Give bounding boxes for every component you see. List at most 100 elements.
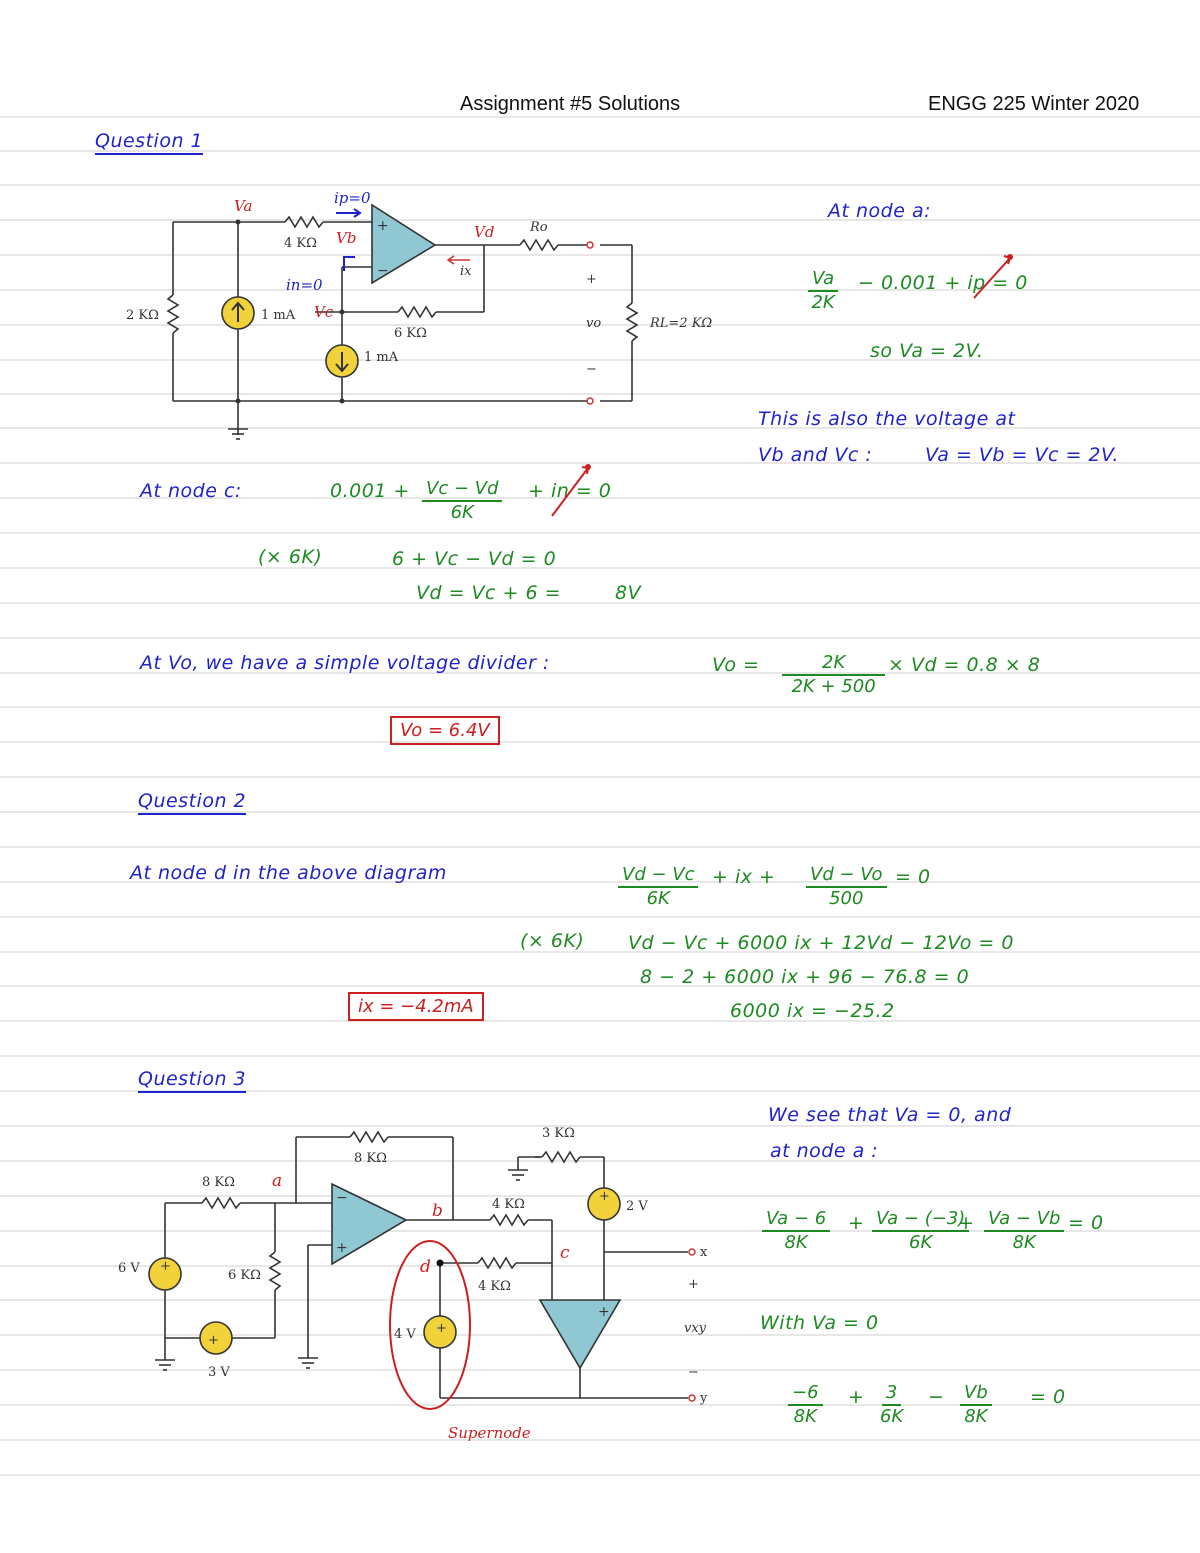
q3-v2-label: 2 V [626, 1199, 648, 1214]
q3-fraction-2: Va − (−3) 6K [872, 1208, 970, 1253]
frac-den: 8K [784, 1232, 808, 1253]
vxy-minus: − [688, 1365, 699, 1380]
ro-label: Ro [529, 220, 548, 235]
q3-fraction-3: Va − Vb 8K [984, 1208, 1065, 1253]
q3-with: With Va = 0 [760, 1312, 879, 1334]
q1-eq-c3: Vd = Vc + 6 = [416, 582, 562, 604]
node-b-label: b [432, 1201, 443, 1221]
q3-r4k-d-label: 4 KΩ [478, 1279, 511, 1294]
q1-vo-lead: Vo = [712, 654, 760, 676]
resistor-6k-label: 6 KΩ [394, 326, 427, 341]
q1-mult-6k: (× 6K) [258, 546, 323, 568]
frac-num: Vd − Vc [618, 864, 699, 888]
q1-answer-box: Vo = 6.4V [390, 716, 500, 745]
q1-so-va: so Va = 2V. [870, 340, 984, 362]
q3-r4k-b-label: 4 KΩ [492, 1197, 525, 1212]
opamp-plus: + [377, 218, 389, 234]
node-a-label: a [272, 1171, 282, 1191]
frac-num: 2K [782, 652, 886, 676]
v3-plus: + [208, 1333, 219, 1348]
frac-num: Va [808, 268, 839, 292]
q3-v3-label: 3 V [208, 1365, 230, 1380]
frac-den: 8K [793, 1406, 817, 1427]
q1-also-line3: Va = Vb = Vc = 2V. [925, 444, 1119, 466]
frac-den: 2K [811, 292, 835, 313]
vxy-plus: + [688, 1277, 699, 1292]
q1-node-c-fraction: Vc − Vd 6K [422, 478, 503, 523]
v2-plus: + [599, 1189, 610, 1204]
q1-eq-c2: 6 + Vc − Vd = 0 [392, 548, 557, 570]
frac-den: 2K + 500 [791, 676, 876, 697]
header-course: ENGG 225 Winter 2020 [928, 93, 1140, 115]
q1-vo-rest: × Vd = 0.8 × 8 [888, 654, 1041, 676]
frac-den: 6K [880, 1406, 904, 1427]
supernode-label: Supernode [448, 1424, 531, 1442]
in-label: in=0 [286, 276, 323, 294]
vxy-label: vxy [684, 1321, 707, 1336]
q3-g-eq-zero: = 0 [1030, 1386, 1066, 1408]
q2-eq3: 8 − 2 + 6000 ix + 96 − 76.8 = 0 [640, 966, 970, 988]
q1-circuit-diagram: + − 4 KΩ 2 KΩ 6 KΩ 1 mA 1 mA Ro ix + vo … [126, 189, 712, 440]
v6-plus: + [160, 1259, 171, 1274]
opamp2-plus: + [598, 1304, 610, 1320]
node-c-label: c [560, 1243, 570, 1263]
q1-vo-fraction: 2K 2K + 500 [782, 652, 886, 697]
frac-den: 8K [1012, 1232, 1036, 1253]
q3-r8k-label: 8 KΩ [202, 1175, 235, 1190]
vo-label: vo [586, 316, 601, 331]
q3-circuit-diagram: + + + + − + + 8 KΩ 8 KΩ 6 KΩ 3 KΩ 4 KΩ 4… [118, 1126, 708, 1442]
q2-mid: + ix + [712, 866, 776, 888]
source2-label: 1 mA [364, 350, 399, 365]
vo-minus: − [586, 362, 597, 377]
q3-plus-2: + [958, 1212, 975, 1234]
frac-num: Va − Vb [984, 1208, 1065, 1232]
frac-num: Va − 6 [762, 1208, 831, 1232]
ip-label: ip=0 [334, 189, 371, 207]
opamp1-minus: − [336, 1190, 348, 1206]
frac-num: Vd − Vo [806, 864, 887, 888]
terminal-x-label: x [700, 1245, 708, 1260]
v4-plus: + [436, 1321, 447, 1336]
vo-plus: + [586, 272, 597, 287]
q2-eq-zero: = 0 [895, 866, 931, 888]
frac-den: 6K [646, 888, 670, 909]
q3-see-line1: We see that Va = 0, and [768, 1104, 1012, 1126]
q3-v6-label: 6 V [118, 1261, 140, 1276]
q3-g-fraction-3: Vb 8K [960, 1382, 992, 1427]
q3-v4-label: 4 V [394, 1327, 416, 1342]
q1-node-c-lead: 0.001 + [330, 480, 410, 502]
frac-den: 8K [964, 1406, 988, 1427]
q2-fraction-1: Vd − Vc 6K [618, 864, 699, 909]
q3-see-line2: at node a : [770, 1140, 879, 1162]
q1-node-a-title: At node a: [828, 200, 931, 222]
q3-r3k-label: 3 KΩ [542, 1126, 575, 1141]
frac-den: 6K [909, 1232, 933, 1253]
q1-vo-text: At Vo, we have a simple voltage divider … [140, 652, 550, 674]
q3-g-minus: − [928, 1386, 945, 1408]
q2-eq2: Vd − Vc + 6000 ix + 12Vd − 12Vo = 0 [628, 932, 1014, 954]
terminal-y-label: y [699, 1391, 708, 1406]
frac-num: −6 [788, 1382, 823, 1406]
frac-num: 3 [881, 1382, 902, 1406]
node-d-label: d [420, 1257, 431, 1277]
frac-num: Vb [960, 1382, 992, 1406]
q3-r6k-label: 6 KΩ [228, 1268, 261, 1283]
q2-answer-box: ix = −4.2mA [348, 992, 484, 1021]
source1-label: 1 mA [261, 308, 296, 323]
frac-den: 500 [829, 888, 864, 909]
resistor-2k-label: 2 KΩ [126, 308, 159, 323]
strike-mark [551, 464, 591, 517]
rl-label: RL=2 KΩ [649, 316, 712, 331]
vd-label: Vd [474, 223, 494, 241]
opamp1-plus: + [336, 1240, 348, 1256]
strike-mark [973, 254, 1013, 299]
q2-text: At node d in the above diagram [130, 862, 447, 884]
q1-title: Question 1 [95, 130, 204, 155]
q3-g-fraction-2: 3 6K [880, 1382, 903, 1427]
q3-fraction-1: Va − 6 8K [762, 1208, 831, 1253]
q3-g-fraction-1: −6 8K [788, 1382, 823, 1427]
q2-eq4: 6000 ix = −25.2 [730, 1000, 895, 1022]
q3-eq-zero: = 0 [1068, 1212, 1104, 1234]
frac-num: Va − (−3) [872, 1208, 970, 1232]
